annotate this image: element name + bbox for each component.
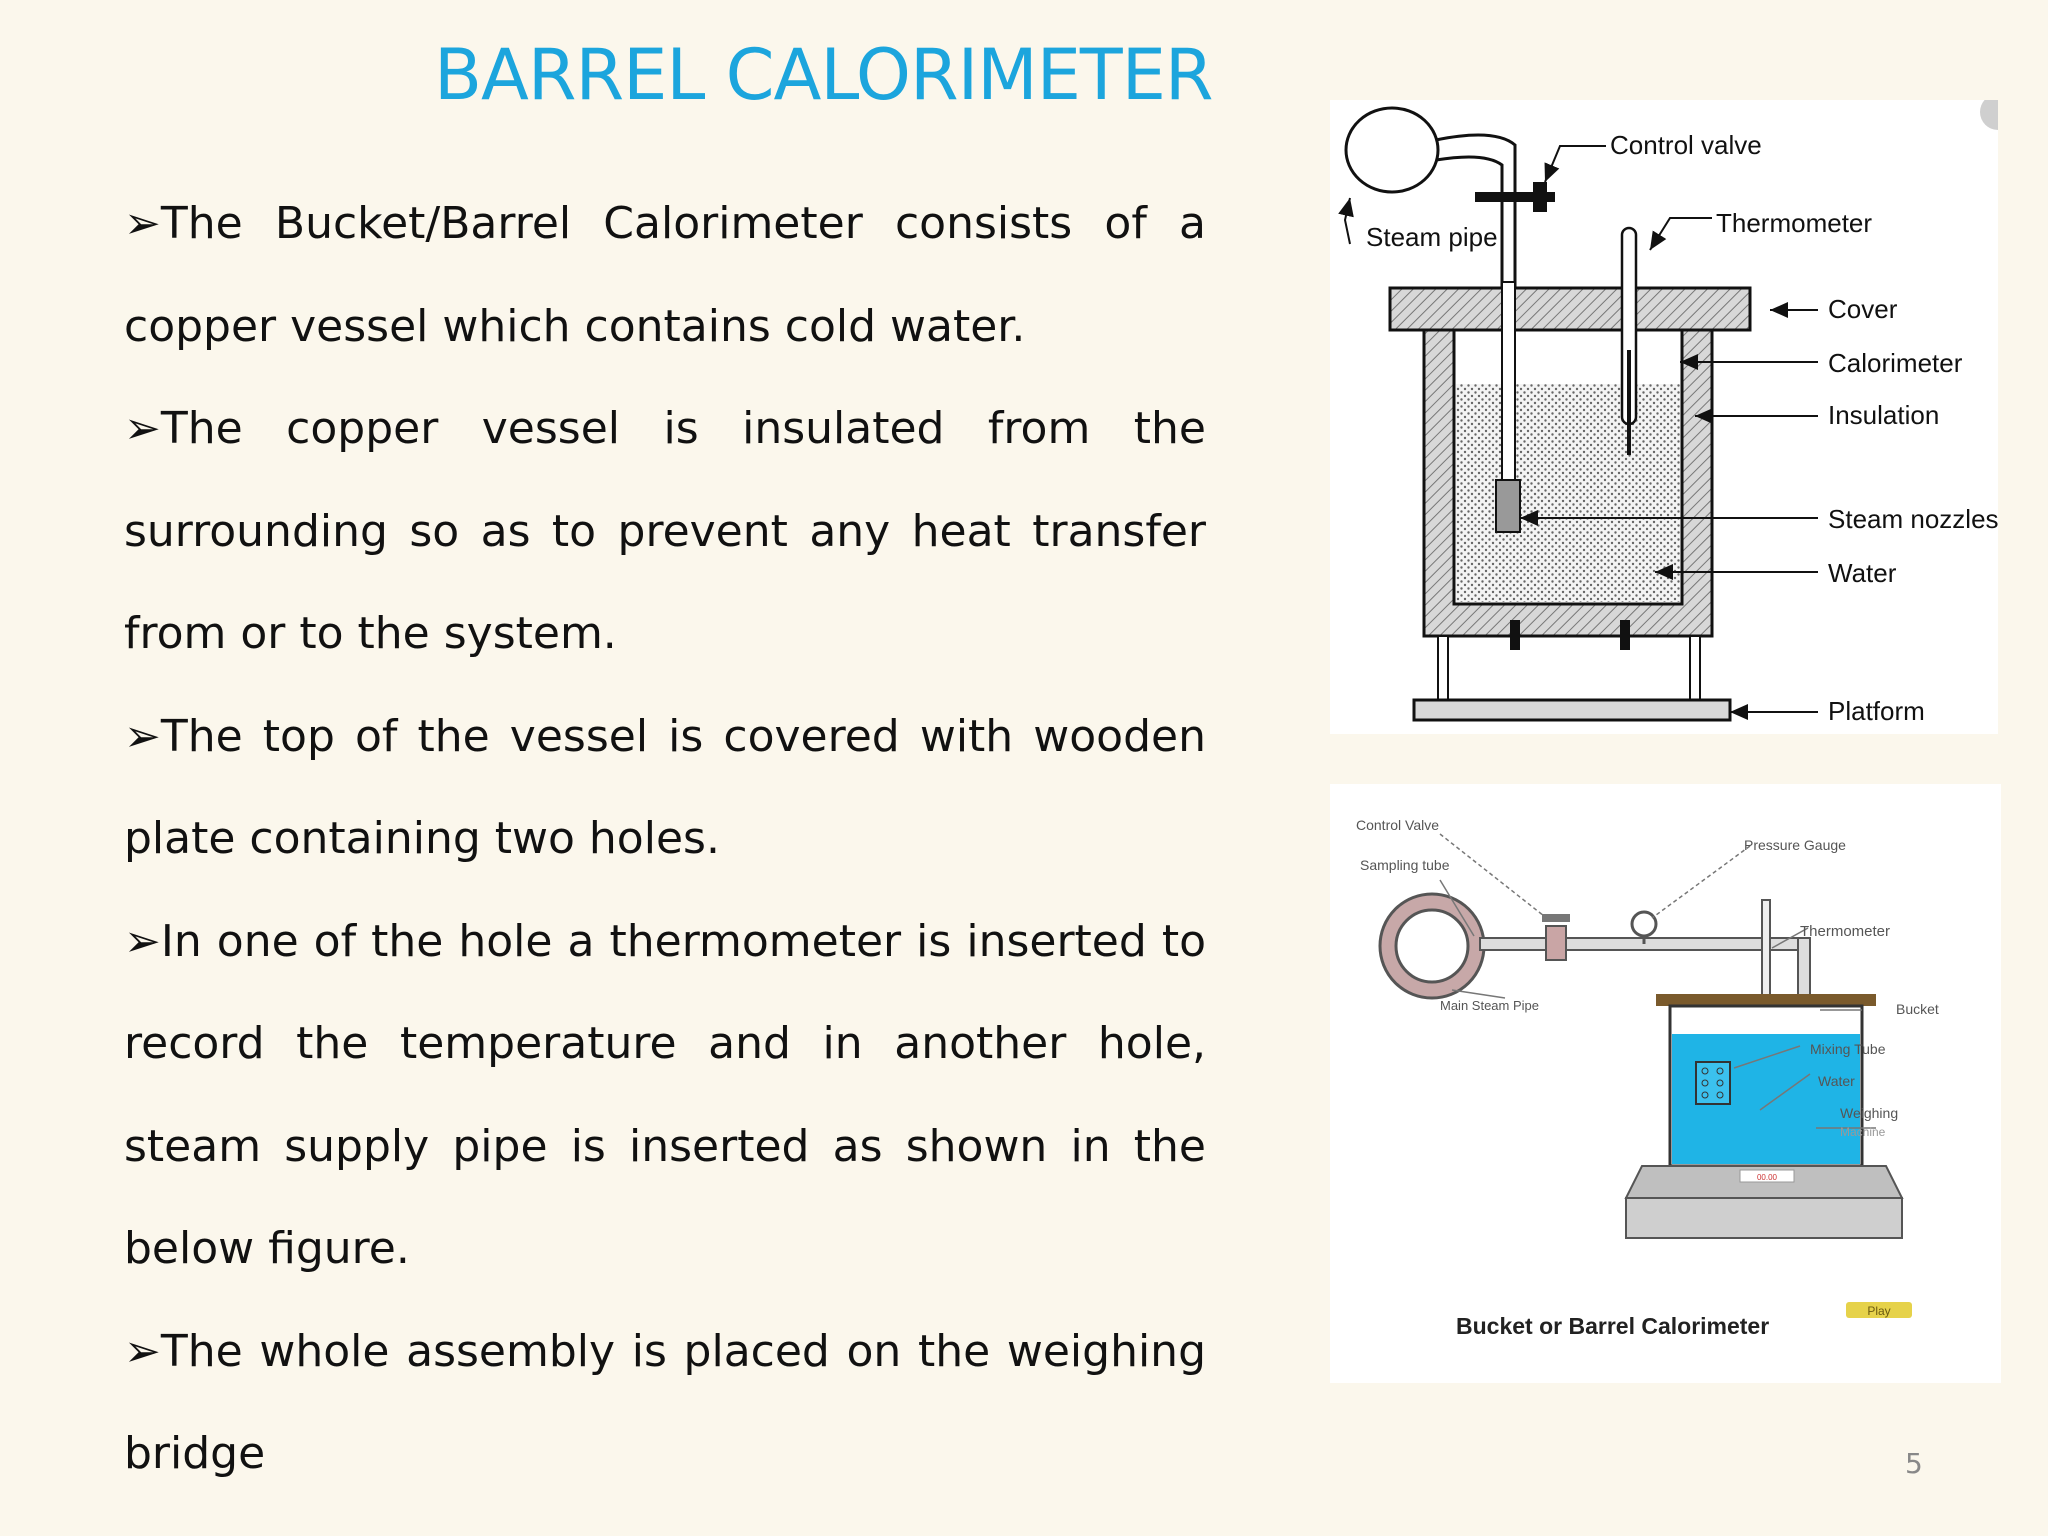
label-calorimeter: Calorimeter [1828,348,1963,378]
play-badge-label: Play [1867,1304,1890,1318]
bullet-text: The whole assembly is placed on the weig… [124,1325,1206,1480]
thermometer-icon [1620,226,1638,455]
bucket-calorimeter-svg: 00.00 Control Valve Sampling tube Pressu… [1356,817,1939,1339]
bucket-calorimeter-figure: 00.00 Control Valve Sampling tube Pressu… [1330,784,2001,1383]
main-steam-pipe-icon [1378,892,1486,1000]
platform-shape [1412,698,1732,722]
slide-title: BARREL CALORIMETER [434,34,1214,116]
calorimeter-schematic-svg: Control valve Steam pipe Thermometer Cov… [1338,100,1998,726]
control-valve-icon [1542,914,1570,961]
arrow-bullet-icon: ➢ [124,710,161,762]
label-cover: Cover [1828,294,1898,324]
label-weighing-machine-1: Weighing [1840,1105,1898,1121]
bullet-text: The copper vessel is insulated from the … [124,403,1206,659]
label-control-valve: Control valve [1610,130,1762,160]
arrow-bullet-icon: ➢ [124,915,161,967]
label-control-valve: Control Valve [1356,817,1439,833]
label-pressure-gauge: Pressure Gauge [1744,837,1846,853]
scale-display: 00.00 [1757,1173,1778,1182]
label-sampling-tube: Sampling tube [1360,857,1450,873]
arrow-bullet-icon: ➢ [124,1325,161,1377]
bullet-item: ➢The top of the vessel is covered with w… [124,686,1206,891]
arrow-bullet-icon: ➢ [124,403,161,454]
label-water: Water [1828,558,1897,588]
page-number: 5 [1905,1447,1923,1480]
bullet-text: The top of the vessel is covered with wo… [124,710,1206,865]
water-shape [1456,384,1680,602]
arrow-bullet-icon: ➢ [124,198,161,249]
label-weighing-machine-2: Machine [1840,1125,1886,1139]
mixing-tube-icon [1695,1061,1731,1105]
bullet-item: ➢The copper vessel is insulated from the… [124,378,1206,686]
corner-badge-icon [1980,100,1998,130]
cover-shape [1388,286,1752,332]
label-thermometer: Thermometer [1716,208,1872,238]
figure-caption: Bucket or Barrel Calorimeter [1456,1313,1769,1339]
steam-pipe-shape [1344,106,1517,410]
bullet-item: ➢The whole assembly is placed on the wei… [124,1301,1206,1506]
label-main-steam-pipe: Main Steam Pipe [1440,998,1539,1013]
label-bucket: Bucket [1896,1001,1939,1017]
label-thermometer: Thermometer [1800,923,1890,940]
label-steam-pipe: Steam pipe [1366,222,1498,252]
bullet-text: The Bucket/Barrel Calorimeter consists o… [124,198,1206,352]
calorimeter-schematic-figure: Control valve Steam pipe Thermometer Cov… [1330,100,1998,734]
weighing-machine-shape [1624,1165,1904,1239]
bullet-item: ➢In one of the hole a thermometer is ins… [124,891,1206,1301]
control-valve-icon [1475,182,1555,212]
label-mixing-tube: Mixing Tube [1810,1041,1886,1057]
label-water: Water [1818,1073,1855,1089]
bullet-list: ➢The Bucket/Barrel Calorimeter consists … [124,173,1206,1506]
play-badge[interactable]: Play [1846,1302,1912,1318]
steam-nozzles-icon [1495,479,1521,533]
label-steam-nozzles: Steam nozzles [1828,504,1998,534]
pressure-gauge-icon [1630,910,1658,944]
label-platform: Platform [1828,696,1925,726]
bullet-item: ➢The Bucket/Barrel Calorimeter consists … [124,173,1206,378]
label-insulation: Insulation [1828,400,1939,430]
bullet-text: In one of the hole a thermometer is inse… [124,915,1206,1275]
